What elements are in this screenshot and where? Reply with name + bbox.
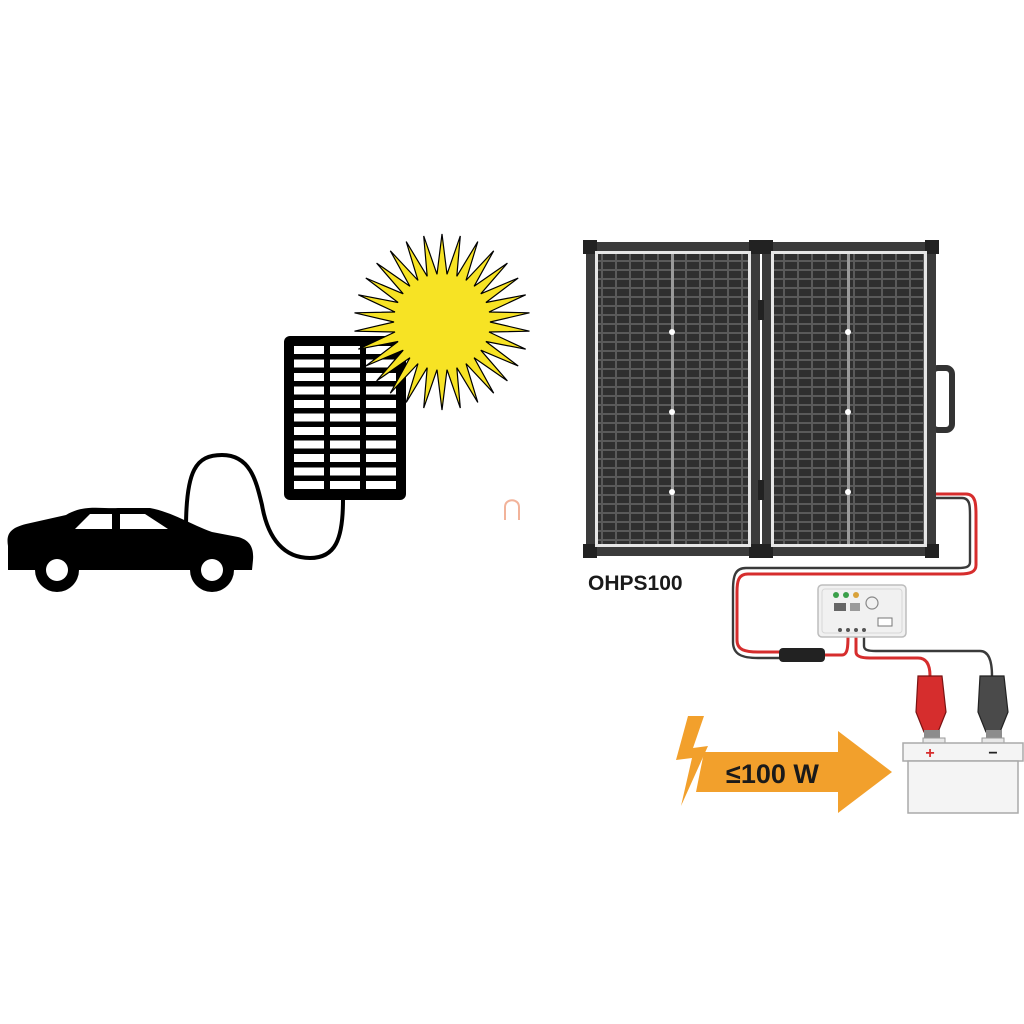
model-label: OHPS100 [588, 572, 683, 595]
folding-solar-panel [583, 240, 955, 558]
bracket-mark [504, 499, 520, 520]
sun-icon [354, 233, 530, 411]
car-icon [7, 507, 254, 592]
positive-cable-panel [735, 492, 978, 654]
power-arrow [696, 731, 892, 813]
charge-controller-icon [817, 584, 907, 638]
inline-connector [779, 648, 825, 662]
positive-symbol: + [925, 745, 934, 762]
solar-panel-icon [284, 336, 406, 500]
car-to-panel-cable [184, 452, 345, 561]
negative-symbol: − [988, 745, 997, 762]
power-limit-label: ≤100 W [726, 759, 819, 789]
positive-clamp [915, 675, 947, 740]
negative-cable-battery [862, 636, 994, 677]
car-battery-icon: + − [902, 737, 1024, 814]
lightning-bolt-icon [676, 716, 708, 806]
negative-cable-panel [731, 496, 972, 660]
negative-clamp [977, 675, 1009, 740]
positive-cable-battery [854, 636, 932, 677]
